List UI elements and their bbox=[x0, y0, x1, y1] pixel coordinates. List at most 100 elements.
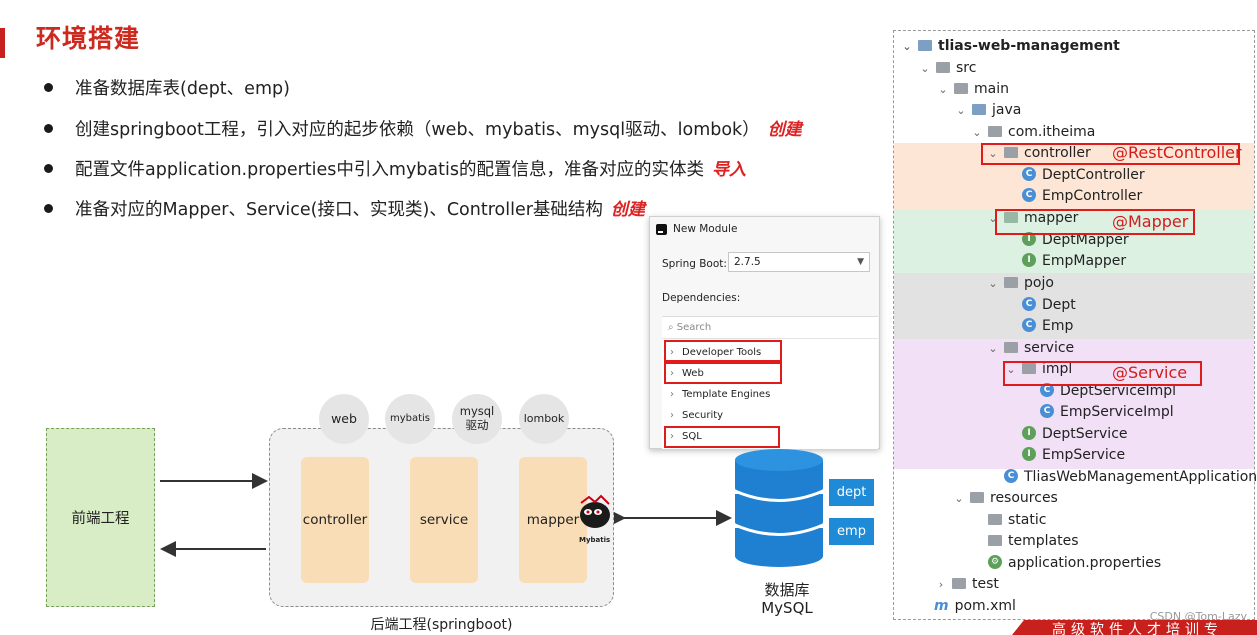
handwritten-note: 导入 bbox=[711, 160, 746, 180]
service-layer-label: service bbox=[419, 512, 469, 528]
search-placeholder: Search bbox=[676, 322, 712, 333]
frontend-project-box bbox=[46, 428, 155, 607]
dependency-item-web[interactable]: ›Web bbox=[662, 364, 878, 384]
tree-root[interactable]: ⌄ tlias-web-management bbox=[900, 36, 1120, 57]
spring-boot-version-value: 2.7.5 bbox=[734, 256, 761, 268]
highlight-sql bbox=[664, 426, 780, 448]
tree-label: pom.xml bbox=[954, 598, 1016, 614]
title-accent-bar bbox=[0, 28, 5, 58]
dep-bubble-label: web bbox=[331, 411, 357, 426]
tree-label: DeptController bbox=[1042, 167, 1145, 183]
tree-label: test bbox=[972, 576, 999, 592]
service-band bbox=[894, 339, 1254, 469]
tree-package[interactable]: ⌄com.itheima bbox=[970, 122, 1095, 143]
folder-icon bbox=[954, 82, 968, 94]
controller-layer-label: controller bbox=[302, 512, 368, 528]
chevron-down-icon: ⌄ bbox=[988, 212, 998, 225]
bullet-dot-icon bbox=[44, 163, 53, 173]
source-folder-icon bbox=[972, 103, 986, 115]
table-tag-dept: dept bbox=[829, 479, 874, 506]
dependency-item-developer-tools[interactable]: ›Developer Tools bbox=[662, 343, 878, 363]
folder-icon bbox=[952, 577, 966, 589]
highlight-controller-annotation bbox=[981, 143, 1240, 165]
dependency-search-input[interactable]: ⌕ Search bbox=[662, 317, 878, 339]
package-icon bbox=[1004, 276, 1018, 288]
highlight-mapper-annotation bbox=[995, 209, 1195, 235]
tree-label: mapper bbox=[1024, 210, 1079, 226]
architecture-arrows bbox=[160, 473, 732, 557]
chevron-down-icon: ▼ bbox=[857, 257, 864, 267]
database-label: 数据库 MySQL bbox=[732, 581, 842, 617]
interface-icon: I bbox=[1022, 253, 1036, 267]
package-icon bbox=[1004, 146, 1018, 158]
tree-impl[interactable]: ⌄impl bbox=[1004, 359, 1072, 380]
table-tag-emp: emp bbox=[829, 518, 874, 545]
mybatis-logo: Mybatis bbox=[575, 493, 617, 544]
tree-label: tlias-web-management bbox=[938, 38, 1120, 54]
tree-pojo[interactable]: ⌄pojo bbox=[986, 273, 1054, 294]
dependency-item-sql[interactable]: › SQL bbox=[662, 427, 878, 447]
dependency-label: SQL bbox=[682, 431, 702, 442]
tree-label: impl bbox=[1042, 361, 1073, 377]
tree-application-properties[interactable]: ⚙application.properties bbox=[988, 553, 1161, 573]
bullet-dot-icon bbox=[44, 82, 53, 92]
tree-dept-service-impl[interactable]: C DeptServiceImpl bbox=[1040, 381, 1176, 401]
chevron-down-icon: ⌄ bbox=[902, 40, 912, 53]
handwritten-note: 创建 bbox=[767, 120, 802, 140]
chevron-right-icon: › bbox=[938, 578, 944, 591]
chevron-right-icon: › bbox=[670, 431, 674, 442]
tree-service[interactable]: ⌄service bbox=[986, 338, 1074, 359]
tree-label: templates bbox=[1008, 533, 1079, 549]
class-icon: C bbox=[1022, 297, 1036, 311]
dependency-label: Developer Tools bbox=[682, 347, 762, 358]
dep-bubble-web: web bbox=[319, 394, 369, 444]
tree-main[interactable]: ⌄main bbox=[936, 79, 1009, 100]
chevron-down-icon: ⌄ bbox=[954, 492, 964, 505]
dependency-item-template-engines[interactable]: ›Template Engines bbox=[662, 385, 878, 405]
spring-boot-version-select[interactable]: 2.7.5 ▼ bbox=[728, 252, 870, 272]
folder-icon bbox=[988, 534, 1002, 546]
controller-band bbox=[894, 143, 1254, 209]
dependencies-label: Dependencies: bbox=[662, 292, 741, 304]
class-icon: C bbox=[1040, 404, 1054, 418]
tree-label: com.itheima bbox=[1008, 124, 1096, 140]
tree-src[interactable]: ⌄src bbox=[918, 58, 976, 79]
tree-label: EmpService bbox=[1042, 447, 1126, 463]
mapper-layer bbox=[519, 457, 587, 583]
tree-label: DeptService bbox=[1042, 426, 1128, 442]
service-annotation: @Service bbox=[1112, 363, 1188, 382]
dependency-item-security[interactable]: ›Security bbox=[662, 406, 878, 426]
tree-label: resources bbox=[990, 490, 1058, 506]
page-title: 环境搭建 bbox=[36, 24, 141, 53]
tree-mapper[interactable]: ⌄ mapper bbox=[986, 208, 1078, 229]
tree-templates[interactable]: templates bbox=[988, 531, 1079, 551]
bullet-text: 创建springboot工程，引入对应的起步依赖（web、mybatis、mys… bbox=[75, 120, 760, 140]
backend-label: 后端工程(springboot) bbox=[370, 617, 513, 633]
tree-label: EmpServiceImpl bbox=[1060, 404, 1174, 420]
tree-test[interactable]: › test bbox=[934, 574, 999, 595]
tree-static[interactable]: static bbox=[988, 510, 1046, 530]
watermark: CSDN @Tom-Lazy bbox=[1149, 610, 1247, 623]
package-icon bbox=[1004, 341, 1018, 353]
resources-folder-icon bbox=[970, 491, 984, 503]
tree-java[interactable]: ⌄java bbox=[954, 100, 1021, 121]
tree-resources[interactable]: ⌄ resources bbox=[952, 488, 1058, 509]
tree-controller[interactable]: ⌄controller bbox=[986, 143, 1090, 164]
module-folder-icon bbox=[918, 39, 932, 51]
tree-emp-service-impl[interactable]: C EmpServiceImpl bbox=[1040, 402, 1174, 422]
bullet-text: 准备对应的Mapper、Service(接口、实现类)、Controller基础… bbox=[75, 200, 603, 220]
tree-label: DeptServiceImpl bbox=[1060, 383, 1177, 399]
mybatis-logo-text: Mybatis bbox=[579, 536, 611, 544]
class-icon: C bbox=[1040, 383, 1054, 397]
bullet-text: 配置文件application.properties中引入mybatis的配置信… bbox=[75, 160, 704, 180]
